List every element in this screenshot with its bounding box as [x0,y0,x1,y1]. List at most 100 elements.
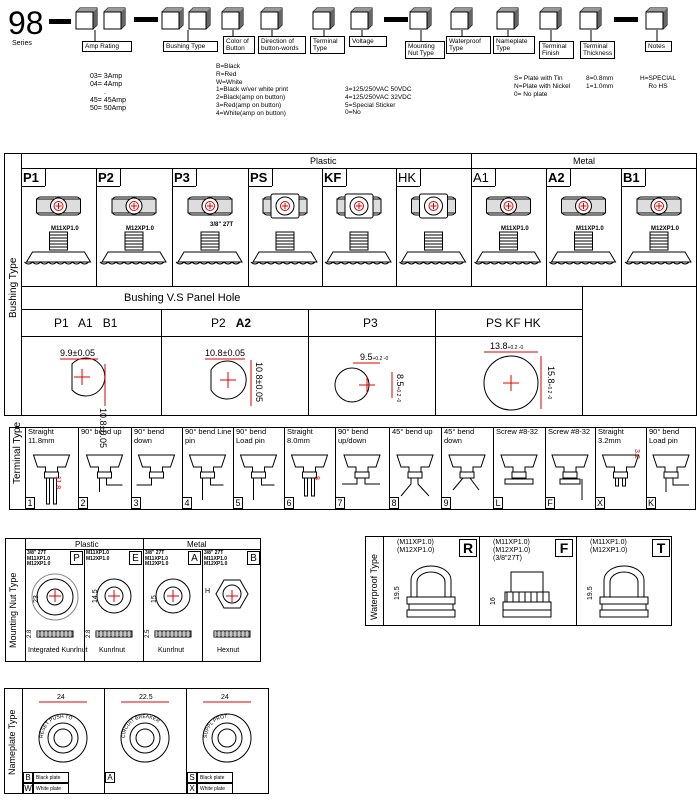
waterproof-code-r: R [459,539,477,557]
mounting-spec-line: M12XP1.0 [27,561,51,567]
cube-row [75,7,668,41]
field-terminal-thickness: Terminal Thickness [580,41,615,59]
bushing-plastic-group: Plastic [310,156,337,166]
bushing-part-ps [250,193,318,265]
mounting-frame [5,538,261,662]
terminal-divider [389,427,390,510]
terminal-divider [545,427,546,510]
thickness-option: 1=1.0mm [586,82,614,90]
mounting-spec-line: M12XP1.0 [204,561,228,567]
bushing-part-p1 [24,196,92,265]
bushing-thread: M12XP1.0 [126,226,155,232]
bushing-code-underline [248,186,272,187]
bushing-metal-group: Metal [573,156,596,166]
nameplate-dim: 24 [221,694,229,701]
bushing-drawings [24,193,692,265]
terminal-name: 90° bend down [134,427,165,445]
mounting-part-a [154,578,192,638]
nameplate-dim: 24 [57,694,65,701]
nameplate-part [120,701,170,763]
bushing-part-hk [399,193,467,265]
bushing-code-kf: KF [324,170,342,185]
color-option: 3=Red(amp on button) [216,101,282,109]
bushing-divider [396,168,397,286]
notes-options: H=SPECIAL Ro HS [640,75,676,91]
nameplate-ring-text: CIRCUIT BREAKER [121,714,161,738]
bushing-code-p1: P1 [23,170,39,185]
terminal-part-l [500,454,538,485]
terminal-divider [646,427,647,510]
terminal-name: Screw #8-32 [548,427,591,436]
nameplate-code-desc: White plate [33,783,69,794]
bushing-part-kf [324,193,392,265]
bushing-divider [172,168,173,286]
waterproof-part-t [599,565,649,618]
terminal-part-1 [32,454,71,505]
bushing-divider [248,168,249,286]
panel-3-width-val: 9.5 [360,352,373,362]
mounting-caption: Hexnut [217,647,240,654]
terminal-part-5 [239,454,278,500]
bushing-divider [96,168,97,286]
waterproof-code-t: T [652,539,670,557]
waterproof-spec-line: (M11XP1.0) [590,539,627,546]
terminal-code-3: 3 [131,497,141,509]
mounting-spec-line: M11XP1.0 [145,555,169,562]
mounting-code-p: P [70,551,83,565]
terminal-part-6 [290,454,329,497]
field-mounting-nut: Mounting Nut Type [405,41,445,59]
terminal-part-k [652,454,690,492]
voltage-option: 0=No [345,109,361,117]
terminal-name: 45° bend down [444,427,475,445]
mounting-code-e: E [129,551,142,565]
mounting-metal-group: Metal [187,540,207,549]
bushing-part-p2 [99,196,167,265]
bushing-part-a2 [549,196,617,265]
waterproof-divider [479,536,480,626]
field-terminal-type: Terminal Type [310,36,345,54]
bushing-thread: M11XP1.0 [576,226,604,232]
waterproof-spec-line: (M12XP1.0) [493,547,531,554]
notes-option: H=SPECIAL [640,75,676,82]
waterproof-spec-line: (M11XP1.0) [397,539,434,546]
bushing-code-p3: P3 [174,170,190,185]
field-button-direction: Direction of button-words [258,36,306,54]
bushing-code-border [272,168,273,186]
bushing-code-underline [21,186,45,187]
bushing-code-p2: P2 [98,170,114,185]
bushing-code-hk: HK [398,170,417,185]
terminal-code-f: F [545,497,555,509]
bushing-code-border [196,168,197,186]
bushing-frame [4,153,697,416]
mounting-code-a: A [188,551,201,565]
color-option: 2=Black(amp on button) [216,94,286,102]
panel-1-width: 9.9±0.05 [60,348,95,358]
color-options: B=Black R=Red W=White 1=Black w/ver whit… [216,63,288,118]
mounting-divider [84,549,85,662]
mounting-spec-line: 3/8" 27T [27,550,47,556]
bushing-code-border [420,168,421,186]
field-button-color: Color of Button [223,36,255,54]
bushing-part-a1 [474,196,542,265]
amp-option: 04= 4Amp [90,81,123,88]
mounting-plastic-group: Plastic [75,540,99,549]
terminal-name: 90° bend Line pin [185,427,232,445]
mounting-spec-line: M11XP1.0 [27,555,51,562]
terminal-name: Straight 8.0mm [287,427,313,445]
separator-dash [49,19,71,24]
terminal-part-9 [448,454,486,491]
terminal-name: Screw #8-32 [496,427,539,436]
terminal-part-2 [85,454,124,492]
waterproof-spec: (M11XP1.0)(M12XP1.0)(3/8"27T) [493,539,530,563]
mounting-spec-line: M11XP1.0 [204,555,228,562]
notes-option: Ro HS [648,82,668,90]
terminal-name: 45° bend up [392,427,433,436]
color-option: W=White [216,78,243,86]
panel-2-width: 10.8±0.05 [205,348,245,358]
terminal-code-6: 6 [284,497,294,509]
panel-head-2-a: P2 [211,316,226,330]
